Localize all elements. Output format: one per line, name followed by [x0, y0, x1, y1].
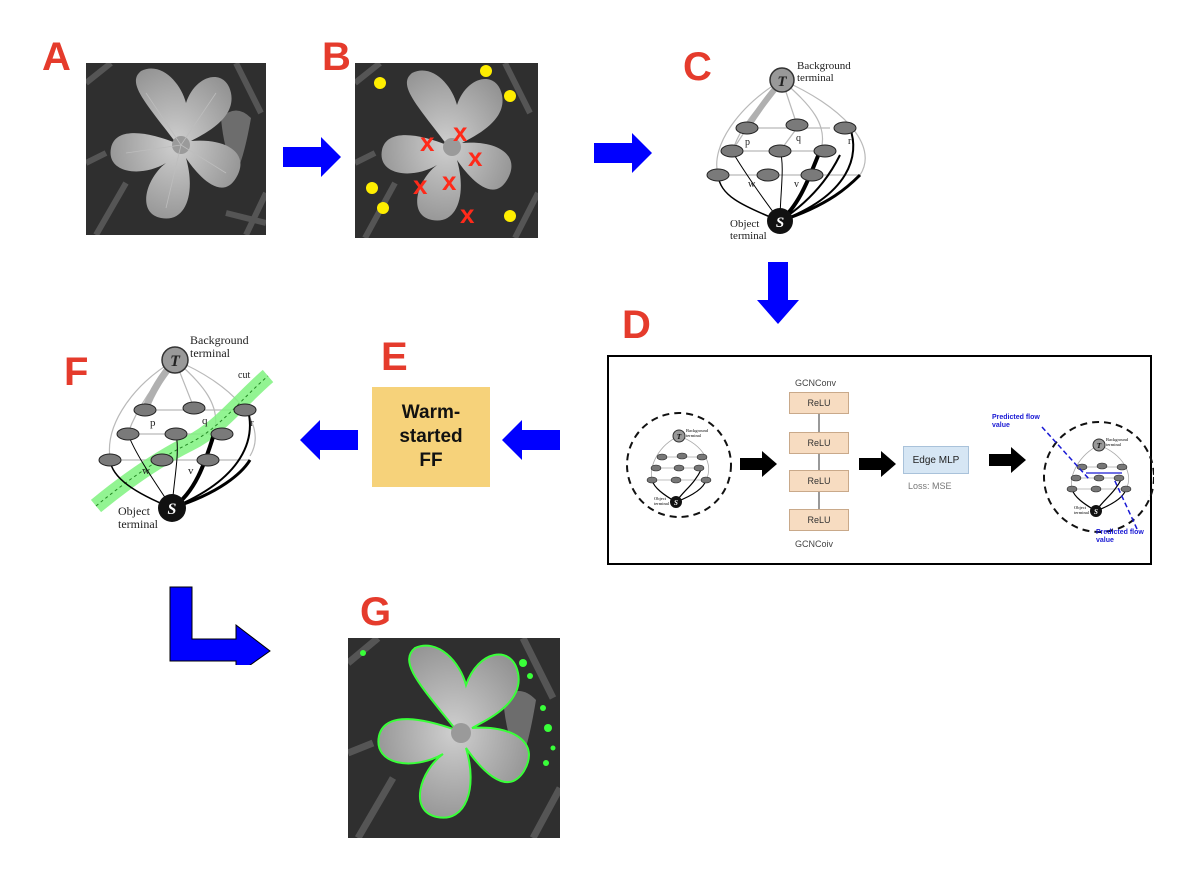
svg-text:terminal: terminal	[797, 72, 834, 84]
relu-block-3: ReLU	[789, 470, 849, 492]
graph-c: T S Background terminal Object terminal …	[706, 60, 866, 242]
svg-text:p: p	[150, 417, 156, 429]
svg-text:Background: Background	[1106, 437, 1129, 442]
svg-text:terminal: terminal	[654, 501, 670, 506]
svg-text:x: x	[453, 117, 468, 147]
svg-text:T: T	[1097, 442, 1102, 450]
warm-started-ff-box: Warm- started FF	[372, 387, 490, 487]
arrow-right-icon	[989, 447, 1026, 473]
svg-text:x: x	[442, 166, 457, 196]
input-graph-mini: T S Background terminal Object terminal	[626, 412, 732, 518]
output-graph-mini: T S Background terminal Object terminal	[1041, 421, 1154, 533]
arrow-down-icon	[757, 262, 799, 324]
svg-text:q: q	[796, 133, 801, 144]
svg-text:w: w	[748, 179, 756, 190]
svg-text:x: x	[468, 142, 483, 172]
svg-text:Object: Object	[118, 504, 151, 518]
svg-text:x: x	[420, 127, 435, 157]
arrow-right-icon	[740, 451, 777, 477]
panel-label-d: D	[622, 303, 651, 347]
svg-text:q: q	[202, 415, 208, 427]
panel-label-f: F	[64, 350, 89, 394]
gnn-pipeline-box: T S Background terminal Object terminal …	[607, 355, 1154, 565]
loss-label: Loss: MSE	[908, 481, 952, 491]
terminal-t-label: T	[777, 74, 787, 90]
terminal-s-label: S	[776, 215, 784, 231]
arrow-left-icon	[300, 420, 358, 460]
svg-text:Object: Object	[654, 496, 667, 501]
svg-text:T: T	[677, 433, 682, 441]
svg-text:terminal: terminal	[1106, 442, 1122, 447]
svg-text:Object: Object	[1074, 505, 1087, 510]
svg-text:terminal: terminal	[1074, 510, 1090, 515]
panel-label-b: B	[322, 35, 351, 79]
svg-text:Background: Background	[190, 333, 249, 347]
edge-mlp-block: Edge MLP	[903, 446, 969, 474]
svg-text:v: v	[794, 179, 799, 190]
svg-text:S: S	[674, 499, 678, 507]
object-terminal-label: Object	[730, 218, 759, 230]
panel-label-e: E	[381, 335, 408, 379]
arrow-right-icon	[283, 137, 341, 177]
panel-label-c: C	[683, 45, 712, 89]
graph-f-cut: T S Background terminal Object terminal …	[90, 333, 274, 531]
svg-text:p: p	[745, 137, 750, 148]
svg-text:r: r	[250, 417, 254, 429]
flower-image-a	[86, 63, 266, 235]
gcnconv-top-label: GCNConv	[795, 378, 837, 388]
stack-connector	[818, 412, 820, 527]
arrow-right-icon	[859, 451, 896, 477]
panel-label-a: A	[42, 35, 71, 79]
svg-text:terminal: terminal	[190, 346, 231, 360]
svg-text:x: x	[413, 170, 428, 200]
svg-text:terminal: terminal	[118, 517, 159, 531]
svg-text:cut: cut	[238, 370, 250, 381]
segmented-flower-image-g	[348, 638, 560, 838]
arrow-right-icon	[594, 133, 652, 173]
arrow-corner-icon	[169, 586, 271, 665]
svg-text:v: v	[188, 465, 194, 477]
svg-text:w: w	[142, 465, 150, 477]
arrow-left-icon	[502, 420, 560, 460]
svg-text:terminal: terminal	[730, 230, 767, 242]
background-seed-dots	[366, 65, 516, 222]
svg-text:Background: Background	[686, 428, 709, 433]
gcnconv-bottom-label: GCNCoiv	[795, 539, 834, 549]
svg-text:S: S	[1094, 508, 1098, 516]
panel-label-g: G	[360, 590, 392, 634]
relu-block-1: ReLU	[789, 392, 849, 414]
svg-text:T: T	[170, 353, 181, 370]
relu-block-2: ReLU	[789, 432, 849, 454]
svg-text:r: r	[848, 136, 852, 147]
cut-band	[90, 369, 274, 513]
svg-text:S: S	[168, 501, 177, 518]
background-terminal-label: Background	[797, 60, 851, 72]
svg-text:terminal: terminal	[686, 433, 702, 438]
svg-text:x: x	[460, 199, 475, 229]
relu-block-4: ReLU	[789, 509, 849, 531]
